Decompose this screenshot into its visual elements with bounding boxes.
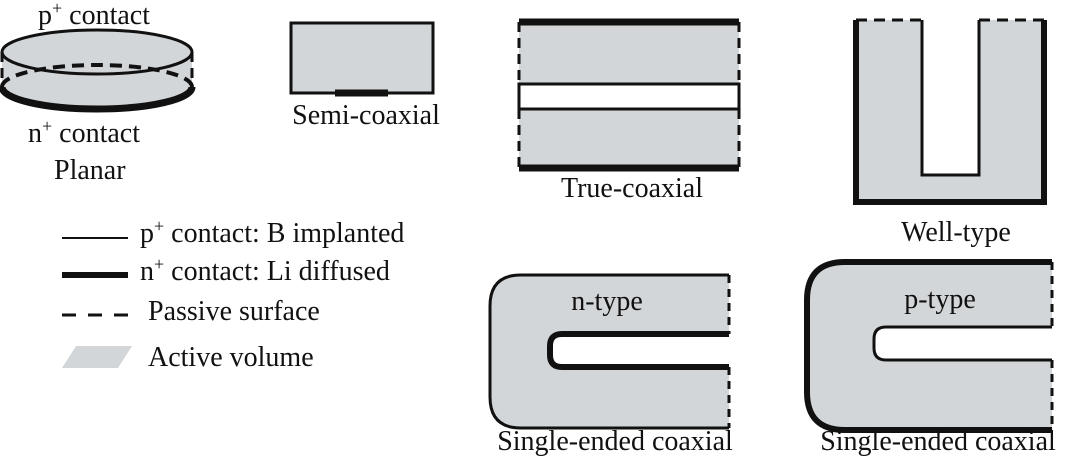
legend-active-fill-symbol (62, 346, 132, 368)
legend-thick-line-label: n+ contact: Li diffused (140, 254, 390, 287)
well-type-active-volume (856, 20, 1044, 202)
planar-bottom-contact-back (0, 63, 194, 88)
planar-top-contact-label: p+ contact (38, 0, 150, 31)
n-type-single-ended-label: Single-ended coaxial (497, 426, 733, 457)
planar-bottom-contact-label: n+ contact (28, 116, 140, 149)
planar-active-volume (2, 30, 192, 109)
n-type-active-volume (490, 275, 729, 428)
planar-detector (0, 28, 196, 113)
p-type-bore-p-contact (872, 325, 1052, 362)
legend-thin-line-label: p+ contact: B implanted (140, 216, 405, 249)
p-type-single-ended-label: Single-ended coaxial (820, 426, 1056, 457)
single-ended-n-type-detector (488, 273, 731, 430)
semi-coaxial-label: Semi-coaxial (292, 100, 440, 131)
p-type-inner-label: p-type (904, 284, 976, 315)
semi-coaxial-detector (289, 21, 435, 97)
legend-symbols (62, 237, 132, 368)
n-type-bore-n-contact (547, 331, 729, 370)
true-coaxial-lower-volume (519, 109, 739, 168)
well-type-detector (853, 18, 1047, 205)
semi-coaxial-active-volume (289, 21, 435, 95)
true-coaxial-core-p-contact (517, 82, 741, 111)
p-type-active-volume (807, 262, 1052, 430)
well-type-label: Well-type (901, 217, 1011, 248)
legend-active-fill-label: Active volume (148, 342, 314, 373)
true-coaxial-upper-volume (519, 22, 739, 84)
true-coaxial-label: True-coaxial (560, 173, 704, 204)
single-ended-p-type-detector (804, 259, 1054, 433)
legend-dashed-line-label: Passive surface (148, 296, 320, 327)
well-type-well-p-contact (920, 20, 981, 177)
planar-name-label: Planar (54, 155, 126, 186)
planar-bottom-contact-front (0, 86, 196, 113)
p-type-outer-n-contact (804, 259, 1052, 433)
n-type-inner-label: n-type (571, 286, 643, 317)
true-coaxial-detector (517, 18, 741, 172)
well-type-outer-n-contact (853, 20, 1047, 205)
n-type-outer-p-contact (488, 273, 729, 430)
